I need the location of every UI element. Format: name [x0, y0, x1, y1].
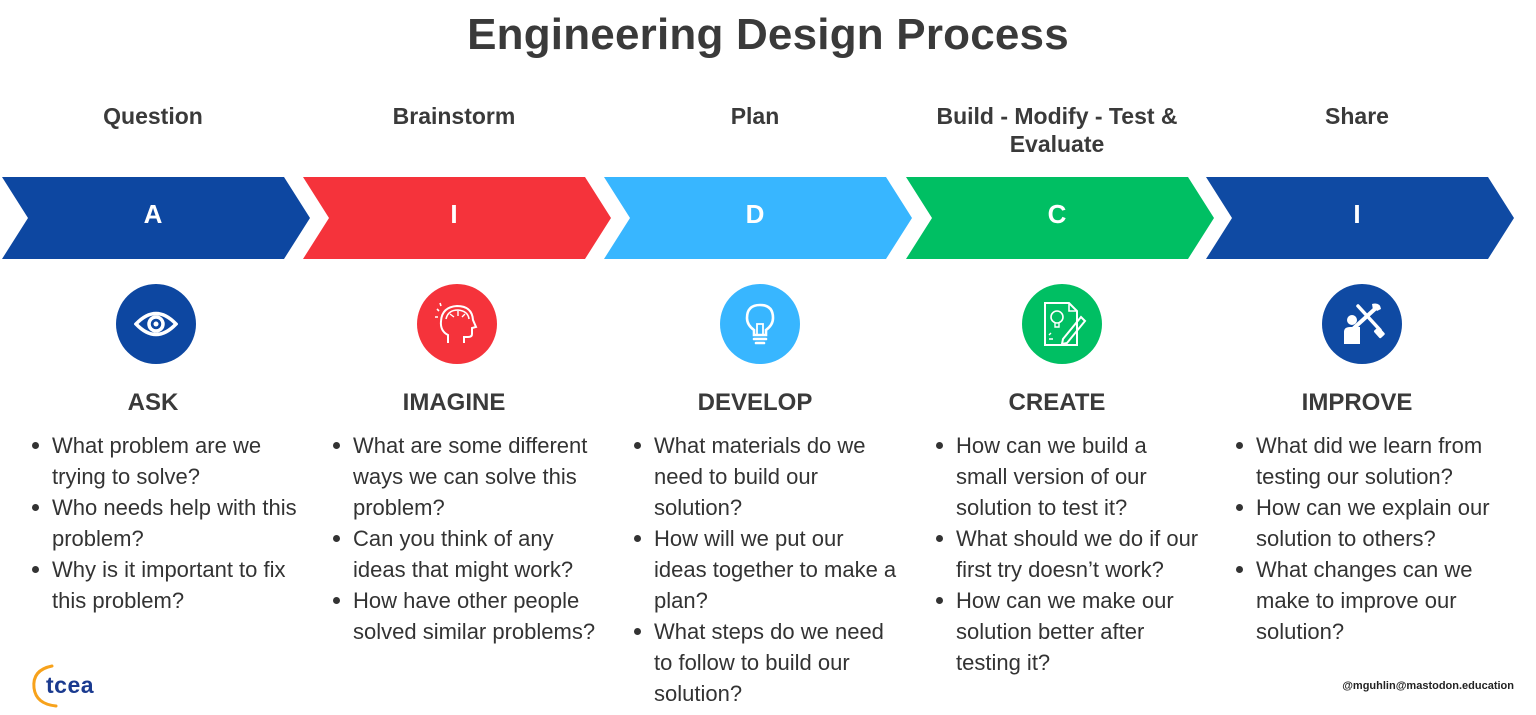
head-idea-icon: [417, 284, 497, 364]
tcea-logo: tcea: [26, 660, 126, 710]
list-item: How will we put our ideas together to ma…: [634, 523, 900, 616]
step-name: IMAGINE: [402, 389, 506, 416]
chevron-arrow: [303, 177, 611, 259]
step-name: CREATE: [1008, 389, 1106, 416]
page-title: Engineering Design Process: [467, 10, 1069, 59]
acronym-letter: A: [143, 199, 163, 229]
author-credit: @mguhlin@mastodon.education: [1342, 680, 1514, 692]
acronym-letter: C: [1047, 199, 1067, 229]
phase-label: Brainstorm: [392, 103, 516, 129]
chevron-arrow: [1206, 177, 1514, 259]
acronym-letter: I: [450, 199, 458, 229]
question-list: What did we learn from testing our solut…: [1232, 430, 1502, 647]
list-item: Why is it important to fix this problem?: [32, 554, 298, 616]
logo-text: tcea: [46, 672, 95, 698]
blueprint-pencil-icon: [1022, 284, 1102, 364]
chevron-arrow: [906, 177, 1214, 259]
question-list: What are some different ways we can solv…: [329, 430, 599, 647]
list-item: What materials do we need to build our s…: [634, 430, 900, 523]
list-item: Who needs help with this problem?: [32, 492, 298, 554]
list-item: How have other people solved similar pro…: [333, 585, 599, 647]
list-item: What problem are we trying to solve?: [32, 430, 298, 492]
list-item: What steps do we need to follow to build…: [634, 616, 900, 709]
list-item: How can we build a small version of our …: [936, 430, 1202, 523]
step-name: IMPROVE: [1301, 389, 1413, 416]
list-item: What are some different ways we can solv…: [333, 430, 599, 523]
phase-label: Build - Modify - Test & Evaluate: [936, 103, 1178, 157]
list-item: What did we learn from testing our solut…: [1236, 430, 1502, 492]
question-list: What materials do we need to build our s…: [630, 430, 900, 709]
lightbulb-icon: [720, 284, 800, 364]
tools-person-icon: [1322, 284, 1402, 364]
question-list: How can we build a small version of our …: [932, 430, 1202, 678]
question-list: What problem are we trying to solve? Who…: [28, 430, 298, 616]
list-item: How can we make our solution better afte…: [936, 585, 1202, 678]
step-name: ASK: [127, 389, 179, 416]
list-item: How can we explain our solution to other…: [1236, 492, 1502, 554]
acronym-letter: I: [1353, 199, 1361, 229]
step-column-create: Build - Modify - Test & Evaluate C CREAT…: [906, 0, 1214, 715]
phase-label: Plan: [730, 103, 780, 129]
chevron-arrow: [2, 177, 310, 259]
step-column-ask: Question A ASK What problem are we tryin…: [2, 0, 310, 715]
step-column-develop: Plan D DEVELOP What materials do we need…: [604, 0, 912, 715]
step-name: DEVELOP: [697, 389, 813, 416]
step-column-improve: Share I IMPROVE What did we learn from t…: [1206, 0, 1514, 715]
step-column-imagine: Brainstorm I IMAGINE What are some diffe…: [303, 0, 611, 715]
list-item: Can you think of any ideas that might wo…: [333, 523, 599, 585]
phase-label: Question: [103, 103, 203, 129]
eye-icon: [116, 284, 196, 364]
chevron-arrow: [604, 177, 912, 259]
list-item: What changes can we make to improve our …: [1236, 554, 1502, 647]
acronym-letter: D: [745, 199, 765, 229]
phase-label: Share: [1325, 103, 1389, 129]
list-item: What should we do if our first try doesn…: [936, 523, 1202, 585]
